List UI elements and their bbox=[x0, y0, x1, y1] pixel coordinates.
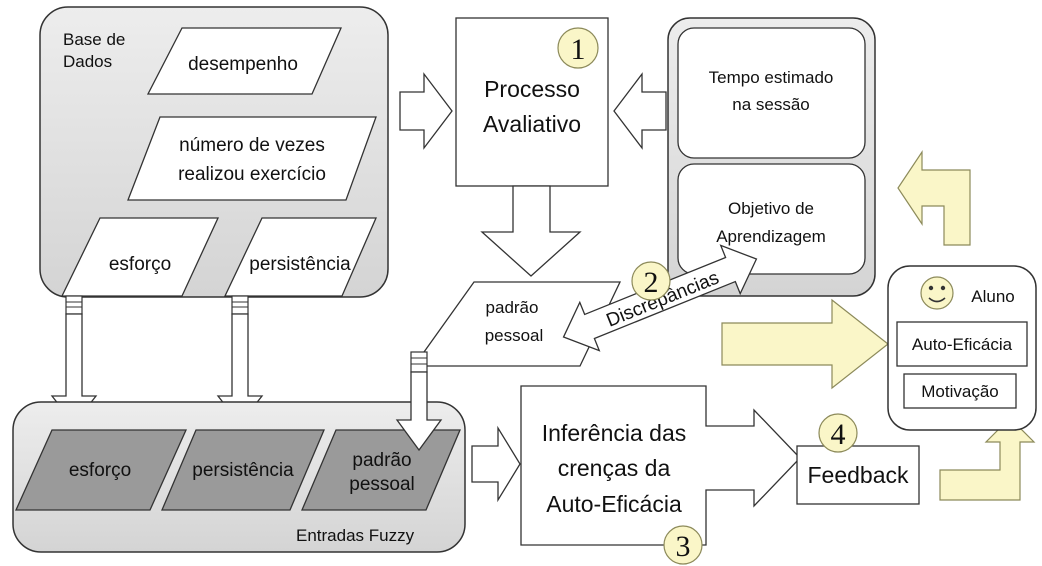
processo-line2: Avaliativo bbox=[483, 111, 581, 137]
aluno-panel: Aluno Auto-Eficácia Motivação bbox=[887, 265, 1037, 431]
inferencia-line3: Auto-Eficácia bbox=[546, 491, 682, 517]
inferencia-line2: crenças da bbox=[558, 455, 671, 481]
database-panel: Base de Dados desempenho número de vezes… bbox=[39, 6, 389, 298]
fuzzy-input-esforco-shape bbox=[14, 429, 188, 511]
feedback-label: Feedback bbox=[807, 462, 909, 488]
db-item-desempenho-shape bbox=[146, 27, 342, 95]
fuzzy-input-esforco: esforço bbox=[69, 460, 131, 481]
fuzzy-input-persistencia: persistência bbox=[192, 460, 294, 481]
processo-number: 1 bbox=[571, 33, 586, 66]
yellow-arrow-aluno-up bbox=[897, 150, 971, 246]
session-objetivo-line1: Objetivo de bbox=[728, 199, 814, 218]
arrow-processo-down bbox=[480, 185, 582, 277]
arrow-db-to-processo bbox=[399, 72, 453, 150]
db-item-numero-line1: número de vezes bbox=[179, 135, 325, 156]
discrepancias-number: 2 bbox=[644, 266, 659, 299]
yellow-arrow-to-aluno bbox=[721, 298, 889, 390]
database-label-line1: Base de bbox=[63, 30, 125, 49]
fuzzy-label: Entradas Fuzzy bbox=[296, 526, 415, 545]
feedback-number: 4 bbox=[831, 418, 846, 451]
session-objetivo-line2: Aprendizagem bbox=[716, 227, 826, 246]
arrow-fuzzy-to-inferencia bbox=[471, 425, 521, 503]
processo-line1: Processo bbox=[484, 76, 580, 102]
inferencia-line1: Inferência das bbox=[542, 420, 686, 446]
db-item-persistencia: persistência bbox=[249, 254, 351, 275]
session-tempo-line1: Tempo estimado bbox=[709, 68, 834, 87]
db-item-esforco-shape bbox=[60, 217, 220, 297]
yellow-arrow-feedback-up bbox=[939, 417, 1036, 501]
smiley-icon bbox=[920, 276, 954, 310]
fuzzy-input-padrao-line1: padrão bbox=[352, 450, 411, 471]
down-arrow-padrao bbox=[395, 351, 443, 452]
database-label-line2: Dados bbox=[63, 52, 112, 71]
session-tempo-line2: na sessão bbox=[732, 95, 810, 114]
fuzzy-input-persistencia-shape bbox=[161, 429, 325, 511]
padrao-line2: pessoal bbox=[485, 326, 544, 345]
db-item-desempenho: desempenho bbox=[188, 54, 298, 75]
inferencia-number: 3 bbox=[676, 530, 691, 563]
db-item-numero-line2: realizou exercício bbox=[178, 164, 326, 185]
padrao-line1: padrão bbox=[486, 298, 539, 317]
db-item-persistencia-shape bbox=[223, 217, 377, 297]
inferencia-box: Inferência das crenças da Auto-Eficácia … bbox=[520, 385, 801, 565]
db-item-numero-shape bbox=[127, 116, 377, 201]
session-panel: Tempo estimado na sessão Objetivo de Apr… bbox=[667, 17, 876, 297]
fuzzy-input-padrao-line2: pessoal bbox=[349, 474, 415, 495]
padrao-pessoal-shape: padrão pessoal bbox=[412, 281, 622, 367]
fuzzy-panel: esforço persistência padrão pessoal Entr… bbox=[12, 401, 466, 553]
aluno-motivacao: Motivação bbox=[921, 382, 998, 401]
db-item-esforco: esforço bbox=[109, 254, 171, 275]
arrow-session-to-processo bbox=[613, 72, 667, 150]
aluno-auto-eficacia: Auto-Eficácia bbox=[912, 335, 1013, 354]
feedback-box: Feedback 4 bbox=[796, 413, 920, 505]
aluno-label: Aluno bbox=[971, 287, 1014, 306]
processo-box: 1 Processo Avaliativo bbox=[455, 17, 609, 187]
